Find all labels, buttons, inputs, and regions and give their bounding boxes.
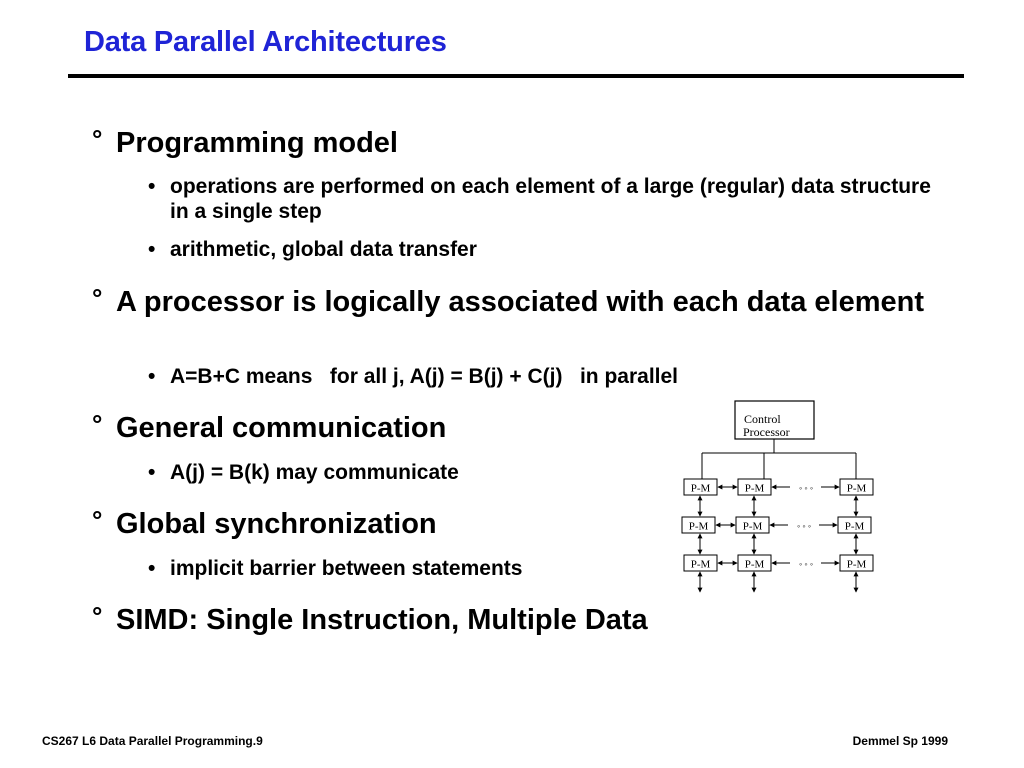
pm-node-label: P-M <box>745 483 765 495</box>
bullet-marker: ° <box>92 505 103 535</box>
vertical-links-3 <box>697 571 859 593</box>
subbullet-may-communicate: • A(j) = B(k) may communicate <box>148 460 650 485</box>
subbullet-marker: • <box>148 238 156 261</box>
vertical-links-2 <box>697 533 859 555</box>
pm-node-label: P-M <box>691 483 711 495</box>
subbullet-text: A=B+C means for all j, A(j) = B(j) + C(j… <box>170 365 678 388</box>
pm-node <box>737 478 772 496</box>
subbullet-text: arithmetic, global data transfer <box>170 238 477 261</box>
subbullet-marker: • <box>148 461 156 484</box>
pm-node <box>839 554 874 572</box>
subbullet-implicit-barrier: • implicit barrier between statements <box>148 556 650 581</box>
bullet-programming-model: ° Programming model <box>92 124 956 159</box>
bullet-marker: ° <box>92 283 103 313</box>
subbullet-marker: • <box>148 557 156 580</box>
simd-architecture-diagram: Control Processor P-M P-M P-M ◦ ◦ ◦ P-M … <box>681 400 874 593</box>
footer-author-label: Demmel Sp 1999 <box>852 734 948 748</box>
bullet-text: SIMD: Single Instruction, Multiple Data <box>116 604 648 636</box>
bullet-marker: ° <box>92 409 103 439</box>
subbullet-a-equals-b-plus-c: • A=B+C means for all j, A(j) = B(j) + C… <box>148 364 940 389</box>
pm-node-label: P-M <box>845 521 865 533</box>
subbullet-text: implicit barrier between statements <box>170 557 523 580</box>
bullet-general-communication: ° General communication <box>92 409 656 444</box>
pm-node-label: P-M <box>743 521 763 533</box>
subbullet-arithmetic: • arithmetic, global data transfer <box>148 237 940 262</box>
broadcast-bus <box>701 439 857 479</box>
subbullet-marker: • <box>148 365 156 388</box>
bullet-processor-association: ° A processor is logically associated wi… <box>92 283 956 318</box>
ellipsis: ◦ ◦ ◦ <box>799 559 813 569</box>
control-processor-label-line2: Processor <box>743 425 790 439</box>
subbullet-text: operations are performed on each element… <box>170 175 931 223</box>
bullet-text: General communication <box>116 412 447 444</box>
pm-node <box>683 478 718 496</box>
pm-node-label: P-M <box>847 483 867 495</box>
pm-node-label: P-M <box>847 559 867 571</box>
ellipsis: ◦ ◦ ◦ <box>797 521 811 531</box>
slide-title: Data Parallel Architectures <box>84 26 447 58</box>
pm-node-label: P-M <box>689 521 709 533</box>
title-rule <box>68 74 964 78</box>
bullet-text: A processor is logically associated with… <box>116 286 925 318</box>
bullet-marker: ° <box>92 124 103 154</box>
vertical-links-1 <box>697 495 859 517</box>
pm-node <box>735 516 770 534</box>
pm-node <box>683 554 718 572</box>
pm-node <box>681 516 716 534</box>
pm-row-1: P-M P-M P-M ◦ ◦ ◦ <box>683 478 874 496</box>
pm-node <box>737 554 772 572</box>
pm-node-label: P-M <box>745 559 765 571</box>
control-processor-label-line1: Control <box>744 412 781 426</box>
bullet-marker: ° <box>92 601 103 631</box>
ellipsis: ◦ ◦ ◦ <box>799 483 813 493</box>
footer-course-label: CS267 L6 Data Parallel Programming.9 <box>42 734 263 748</box>
bullet-text: Global synchronization <box>116 508 437 540</box>
subbullet-marker: • <box>148 175 156 198</box>
pm-node-label: P-M <box>691 559 711 571</box>
bullet-simd: ° SIMD: Single Instruction, Multiple Dat… <box>92 601 956 636</box>
pm-row-3: P-M P-M P-M ◦ ◦ ◦ <box>683 554 874 572</box>
subbullet-text: A(j) = B(k) may communicate <box>170 461 459 484</box>
bullet-global-synchronization: ° Global synchronization <box>92 505 656 540</box>
subbullet-operations: • operations are performed on each eleme… <box>148 174 940 224</box>
pm-node <box>839 478 874 496</box>
control-processor-box: Control Processor <box>734 400 815 440</box>
pm-row-2: P-M P-M P-M ◦ ◦ ◦ <box>681 516 872 534</box>
pm-node <box>837 516 872 534</box>
bullet-text: Programming model <box>116 127 398 159</box>
